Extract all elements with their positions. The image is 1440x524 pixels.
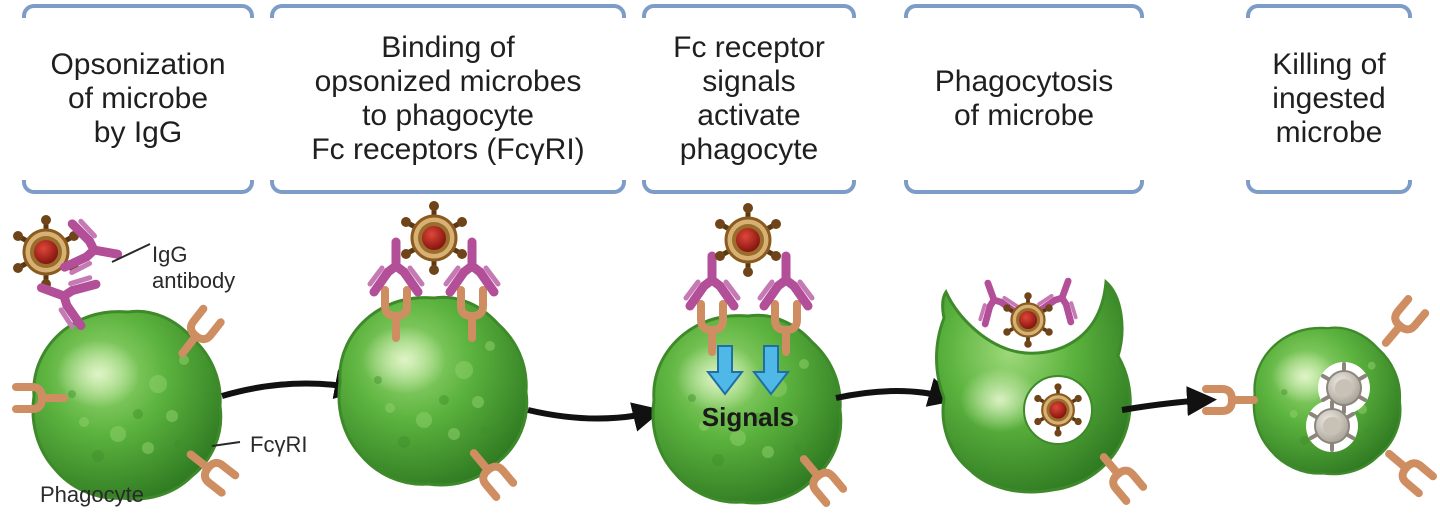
header-bracket-bottom bbox=[904, 180, 1144, 194]
fc-receptor bbox=[1095, 450, 1143, 501]
header-bracket-bottom bbox=[1246, 180, 1412, 194]
phagocyte-label: Phagocyte bbox=[40, 482, 144, 507]
header-bracket-top bbox=[270, 4, 626, 18]
igg-antibody bbox=[760, 256, 812, 306]
panel-3-activation bbox=[651, 203, 843, 503]
header-bracket-top bbox=[642, 4, 856, 18]
header-bracket-top bbox=[1246, 4, 1412, 18]
step-header-4: Phagocytosis of microbe bbox=[904, 4, 1144, 194]
cell-highlight bbox=[960, 368, 1040, 432]
panel-2-binding bbox=[337, 201, 529, 497]
step-title-4: Phagocytosis of microbe bbox=[934, 65, 1114, 132]
signals-label: Signals bbox=[702, 402, 794, 432]
process-arrow bbox=[527, 402, 663, 432]
header-bracket-top bbox=[904, 4, 1144, 18]
step-title-2: Binding of opsonized microbes to phagocy… bbox=[311, 31, 585, 166]
leader-line bbox=[111, 243, 151, 263]
panel-4-phagocytosis bbox=[935, 274, 1144, 501]
process-arrow bbox=[221, 369, 365, 400]
step-title-5: Killing of ingested microbe bbox=[1272, 48, 1386, 149]
signal-arrow-icon bbox=[751, 345, 791, 396]
leader-line bbox=[211, 441, 241, 447]
header-bracket-bottom bbox=[642, 180, 856, 194]
process-arrow bbox=[1121, 386, 1217, 417]
panel-1-opsonization bbox=[13, 215, 241, 501]
step-header-1: Opsonization of microbe by IgG bbox=[22, 4, 254, 194]
step-title-1: Opsonization of microbe by IgG bbox=[50, 48, 226, 149]
phagocyte-cell bbox=[337, 295, 529, 487]
signal-arrow-icon bbox=[705, 345, 745, 396]
step-header-3: Fc receptor signals activate phagocyte bbox=[642, 4, 856, 194]
igg-antibody bbox=[686, 256, 738, 306]
fc-receptor bbox=[1377, 299, 1425, 350]
microbe bbox=[715, 203, 781, 277]
fc-receptor-label: FcγRI bbox=[250, 432, 307, 457]
microbe bbox=[401, 201, 467, 275]
step-title-3: Fc receptor signals activate phagocyte bbox=[673, 31, 825, 166]
panel-5-killing bbox=[1206, 299, 1433, 493]
header-bracket-bottom bbox=[22, 180, 254, 194]
step-header-2: Binding of opsonized microbes to phagocy… bbox=[270, 4, 626, 194]
header-bracket-bottom bbox=[270, 180, 626, 194]
fc-receptor bbox=[1382, 445, 1433, 493]
process-arrow bbox=[835, 377, 959, 407]
igg-antibody bbox=[64, 220, 122, 280]
header-bracket-top bbox=[22, 4, 254, 18]
fc-receptor bbox=[1206, 389, 1254, 411]
step-header-5: Killing of ingested microbe bbox=[1246, 4, 1412, 194]
